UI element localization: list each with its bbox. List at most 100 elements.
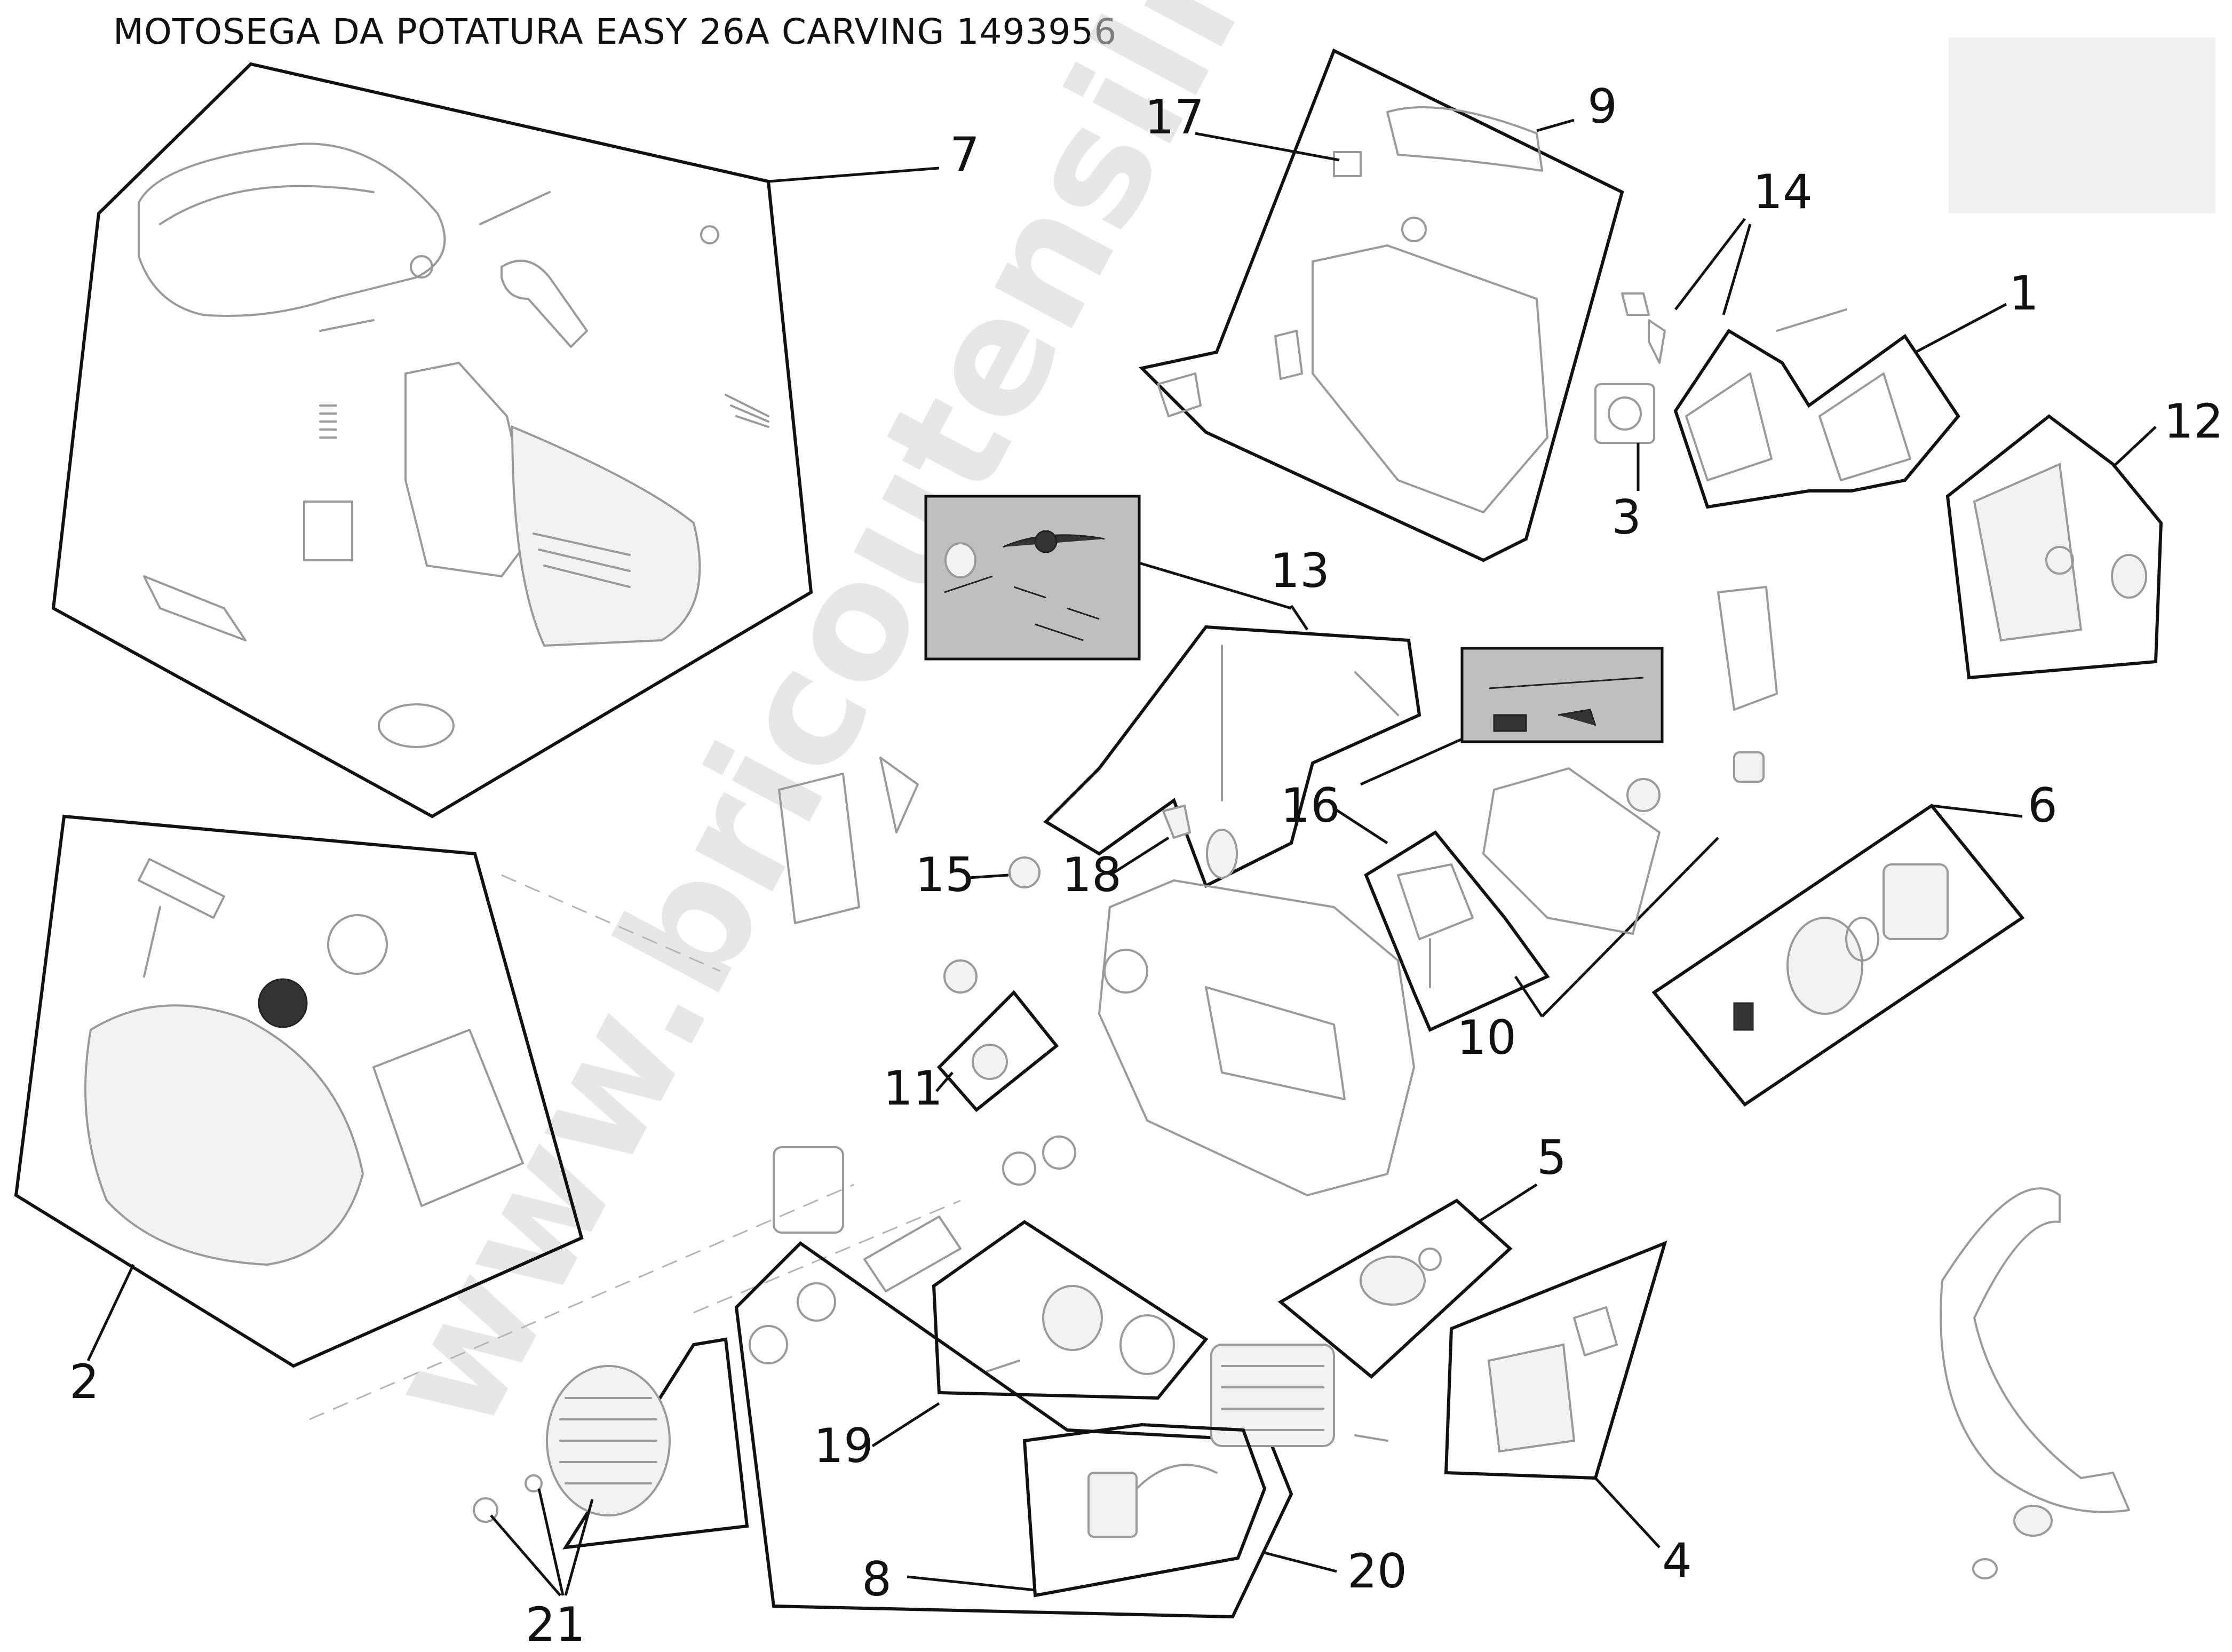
brake-lever <box>879 757 919 833</box>
front-handle-bar <box>1940 1187 2130 1513</box>
top-cover <box>1973 463 2083 642</box>
cylinder-body <box>1210 1344 1335 1447</box>
callout-12: 12 <box>2164 394 2223 449</box>
clutch-washer <box>1845 917 1879 962</box>
leader-7 <box>768 166 940 183</box>
cover-vents <box>533 533 631 588</box>
intake-manifold <box>1360 1256 1426 1306</box>
callout-5: 5 <box>1537 1130 1567 1185</box>
crankcase <box>778 757 1415 1196</box>
crankcase-half <box>773 1146 844 1234</box>
callout-21: 21 <box>526 1597 585 1652</box>
group-19-outline <box>932 1220 1209 1400</box>
fuel-cap <box>943 959 978 994</box>
starter-rope <box>143 906 161 978</box>
filter-screw <box>1776 308 1847 332</box>
brake-band <box>378 703 455 748</box>
group-7-rear-handle-housing <box>51 62 813 819</box>
muffler-body <box>1487 1343 1576 1453</box>
muffler-plate <box>1573 1306 1618 1356</box>
primer-bulb <box>1008 856 1040 888</box>
bearing <box>749 1325 788 1364</box>
callout-13: 13 <box>1270 543 1330 598</box>
alignment-line <box>501 874 721 972</box>
group-1-outline <box>1673 328 1960 509</box>
starter-housing <box>84 1004 364 1266</box>
group-19-piston <box>932 1220 1209 1400</box>
callout-3: 3 <box>1611 490 1641 545</box>
leader-4 <box>1594 1477 1661 1548</box>
starter-cover <box>372 1029 524 1207</box>
spring-right <box>725 394 769 428</box>
carburetor-bore <box>1608 396 1642 431</box>
leader-10a <box>1514 975 1544 1018</box>
drive-sprocket <box>1733 1002 1754 1031</box>
crankcase-interior <box>1205 986 1346 1100</box>
hoses-photo <box>944 575 1100 620</box>
group-20-outline <box>734 1241 1293 1619</box>
clutch-shoes <box>1882 863 1949 940</box>
piston <box>1042 1285 1103 1351</box>
screw <box>319 319 375 332</box>
callout-11: 11 <box>883 1061 943 1116</box>
group-5-intake <box>1277 1198 1513 1379</box>
cylinder <box>1210 1344 1388 1447</box>
callout-2: 2 <box>69 1354 99 1409</box>
leader-15 <box>968 873 1009 879</box>
tank-housing <box>1312 244 1548 513</box>
callout-9: 9 <box>1587 79 1617 134</box>
bearing-seat <box>1103 949 1148 994</box>
callout-10: 10 <box>1457 1010 1516 1065</box>
oil-hose-photo <box>1488 677 1644 689</box>
leader-6 <box>1931 804 2023 818</box>
leader-1 <box>1915 303 2007 354</box>
leader-19 <box>871 1402 940 1448</box>
leader-17 <box>1195 132 1340 162</box>
leader-8 <box>907 1575 1036 1592</box>
cap <box>1401 217 1427 242</box>
handle-bushing <box>410 255 433 279</box>
alignment-line <box>309 1184 854 1420</box>
callout-6: 6 <box>2028 778 2058 833</box>
group-12-outline <box>1945 414 2163 680</box>
front-handle <box>1940 1187 2130 1579</box>
handle-contour <box>159 185 375 225</box>
leader-20 <box>1264 1551 1337 1573</box>
watermark-text: www.bricoutensili.com <box>350 0 1478 1458</box>
group-12-top-cover <box>1945 414 2163 680</box>
bracket-plate <box>303 501 353 561</box>
sprocket-cover <box>1626 778 1661 812</box>
handle-cap <box>1972 1558 1998 1579</box>
callout-8: 8 <box>862 1552 892 1607</box>
flywheel-fins <box>559 1397 657 1484</box>
leader-13 <box>1290 605 1309 631</box>
housing-body <box>404 362 535 577</box>
callout-20: 20 <box>1347 1544 1407 1599</box>
blank-label-box <box>1949 37 2215 213</box>
grommet-photo <box>1034 530 1058 553</box>
cylinder-fins <box>1221 1365 1324 1431</box>
oil-fitting-photo <box>1558 709 1596 726</box>
chain-guard-plate <box>1717 586 1778 711</box>
diagram-title: MOTOSEGA DA POTATURA EASY 26A CARVING 14… <box>113 11 1117 52</box>
group-8-outline <box>1022 1423 1267 1598</box>
leader-9 <box>1536 118 1575 132</box>
filter-plate <box>1685 372 1773 481</box>
leader-18 <box>1109 836 1170 877</box>
group-10-outline <box>1364 830 1550 1032</box>
nut <box>700 225 719 244</box>
callout-7: 7 <box>950 127 980 182</box>
bar-plate <box>143 575 247 641</box>
primer-tube <box>1162 804 1192 839</box>
flywheel-nut <box>473 1497 498 1523</box>
photo-frame-2 <box>1460 647 1664 743</box>
bearing <box>1042 1135 1076 1170</box>
leader-21a <box>490 1514 561 1597</box>
group-8-ignition <box>1022 1423 1267 1598</box>
fuel-filter <box>1206 829 1238 879</box>
leader-21c <box>564 1499 594 1596</box>
starter-spring <box>258 978 308 1028</box>
side-cover <box>511 425 701 647</box>
group-21-flywheel <box>473 1337 749 1550</box>
callout-16: 16 <box>1281 778 1340 833</box>
